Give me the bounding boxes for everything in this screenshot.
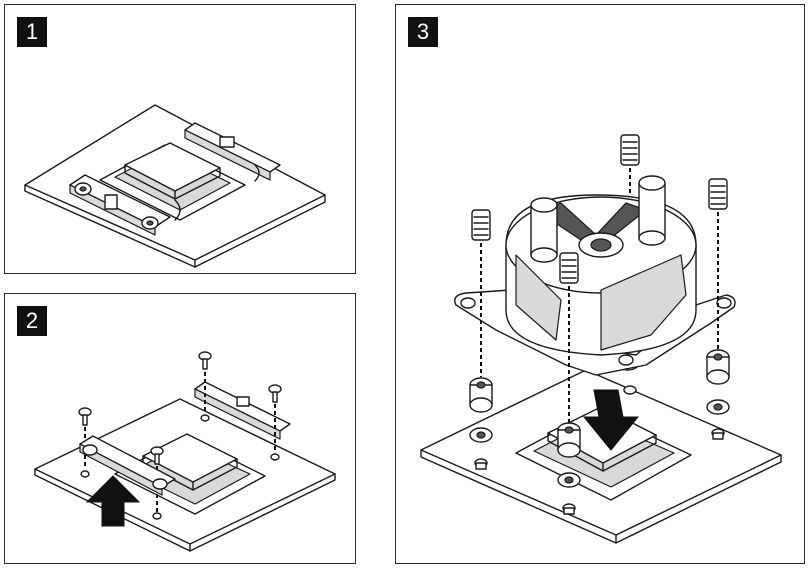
screw-icon — [78, 407, 92, 478]
step-2-badge: 2 — [17, 306, 47, 336]
step-3-panel: 3 — [395, 4, 805, 564]
arrow-down-icon — [582, 389, 640, 451]
retention-bracket-back — [194, 381, 291, 440]
tube-fitting — [530, 197, 558, 263]
standoff-icon — [474, 385, 725, 515]
step-1-illustration — [24, 104, 326, 268]
retention-bracket-front — [79, 435, 176, 496]
step-2-illustration — [34, 351, 336, 552]
screw-icon — [198, 351, 212, 422]
thumbscrew-icon — [708, 178, 728, 350]
thumbscrew-icon — [559, 252, 579, 423]
step-1-panel: 1 — [4, 4, 356, 274]
retention-bracket-back — [184, 122, 281, 182]
cpu-socket — [99, 142, 246, 221]
thumbscrew-icon — [620, 134, 640, 195]
step-1-badge: 1 — [17, 17, 47, 47]
screw-icon — [268, 384, 282, 461]
tube-fitting — [638, 175, 666, 246]
step-3-badge: 3 — [408, 17, 438, 47]
cpu-socket — [114, 433, 266, 515]
spacer-icon — [469, 349, 730, 458]
step-2-panel: 2 — [4, 293, 356, 564]
thumbscrew-icon — [471, 209, 491, 377]
retention-bracket-front — [69, 174, 181, 236]
step-3-illustration — [420, 134, 782, 544]
arrow-up-icon — [85, 475, 141, 527]
